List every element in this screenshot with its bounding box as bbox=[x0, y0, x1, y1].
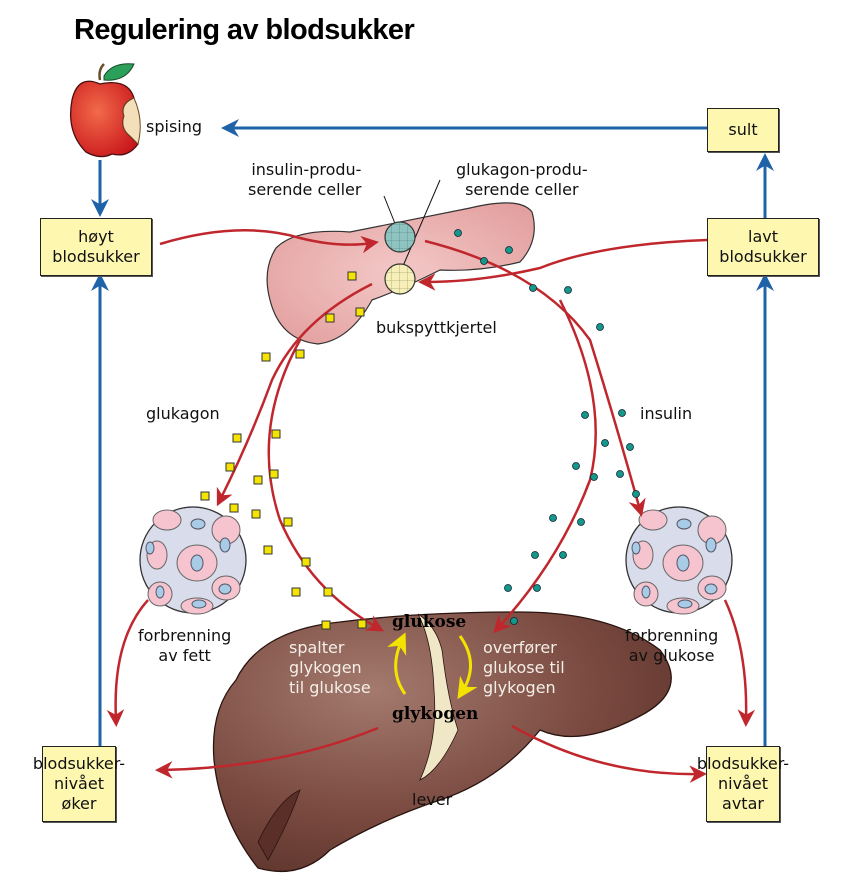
label-insulin: insulin bbox=[640, 404, 693, 423]
arrow-glukose-to-glykogen bbox=[457, 635, 478, 700]
label-glukose: glukose bbox=[392, 612, 467, 632]
glucagon-marker bbox=[321, 620, 331, 630]
insulin-marker bbox=[531, 551, 539, 559]
insulin-marker bbox=[572, 462, 580, 470]
glucagon-marker bbox=[355, 307, 365, 317]
glucagon-marker bbox=[229, 503, 239, 513]
box-blodsukker-avtar: blodsukker- nivået avtar bbox=[697, 746, 789, 822]
insulin-marker bbox=[549, 514, 557, 522]
label-forbrenning-glukose: forbrenning av glukose bbox=[625, 626, 719, 665]
glucagon-marker bbox=[291, 587, 301, 597]
insulin-marker bbox=[454, 229, 462, 237]
label-spalter-glykogen: spalter glykogen til glukose bbox=[289, 638, 371, 697]
box-lavt-blodsukker: lavt blodsukker bbox=[707, 218, 819, 276]
arrow-glucagon-to-liver bbox=[267, 339, 385, 632]
label-insulin-cells: insulin-produ- serende celler bbox=[248, 160, 362, 199]
box-hoyt-blodsukker: høyt blodsukker bbox=[40, 218, 152, 276]
insulin-marker bbox=[626, 443, 634, 451]
glucagon-marker bbox=[269, 469, 279, 479]
insulin-marker bbox=[618, 409, 626, 417]
arrow-lavt-to-glucagon-cells bbox=[418, 238, 708, 291]
diagram-title: Regulering av blodsukker bbox=[74, 14, 415, 46]
insulin-marker bbox=[504, 584, 512, 592]
glucagon-marker bbox=[253, 475, 263, 485]
glucagon-marker bbox=[271, 429, 281, 439]
box-sult: sult bbox=[707, 108, 779, 152]
insulin-marker bbox=[590, 473, 598, 481]
insulin-marker bbox=[601, 439, 609, 447]
glucagon-marker bbox=[295, 349, 305, 359]
glukagon-cells-leader bbox=[402, 179, 441, 267]
insulin-marker bbox=[559, 551, 567, 559]
hormone-arrows bbox=[106, 229, 756, 783]
glucagon-marker bbox=[323, 587, 333, 597]
label-forbrenning-fett: forbrenning av fett bbox=[138, 626, 232, 665]
box-blodsukker-oker: blodsukker- nivået øker bbox=[33, 746, 125, 822]
insulin-marker bbox=[505, 246, 513, 254]
label-overforer-glukose: overfører glukose til glykogen bbox=[483, 638, 565, 697]
label-bukspyttkjertel: bukspyttkjertel bbox=[376, 318, 497, 337]
apple-icon bbox=[69, 63, 141, 158]
arrow-insulin-to-liver bbox=[493, 299, 597, 634]
glucagon-marker bbox=[347, 271, 357, 281]
label-glykogen: glykogen bbox=[392, 704, 479, 724]
insulin-cells-leader bbox=[383, 195, 397, 227]
glucagon-marker bbox=[225, 462, 235, 472]
glucagon-marker bbox=[263, 545, 273, 555]
liver-shape bbox=[212, 611, 672, 873]
insulin-marker bbox=[529, 284, 537, 292]
glucagon-marker bbox=[232, 433, 242, 443]
insulin-marker bbox=[616, 470, 624, 478]
arrow-glykogen-to-glukose bbox=[387, 632, 407, 695]
arrow-liver-to-avtar bbox=[511, 724, 707, 783]
label-glukagon-cells: glukagon-produ- serende celler bbox=[456, 160, 588, 199]
glucagon-marker bbox=[261, 352, 271, 362]
insulin-markers bbox=[454, 229, 640, 625]
insulin-marker bbox=[510, 617, 518, 625]
fat-tissue-icon bbox=[139, 506, 247, 615]
glucagon-marker bbox=[251, 509, 261, 519]
arrow-liver-to-oker bbox=[155, 726, 379, 779]
glucagon-marker bbox=[200, 491, 210, 501]
glucagon-marker bbox=[325, 313, 335, 323]
insulin-marker bbox=[533, 584, 541, 592]
insulin-marker bbox=[480, 257, 488, 265]
label-lever: lever bbox=[412, 790, 453, 809]
arrow-hoyt-to-insulin-cells bbox=[159, 229, 379, 254]
glucagon-marker bbox=[301, 557, 311, 567]
feedback-loop-arrows bbox=[91, 119, 774, 748]
arrow-insulin-to-muscle bbox=[424, 239, 646, 517]
label-spising: spising bbox=[146, 117, 203, 136]
arrow-glucagon-to-fat bbox=[216, 282, 373, 507]
insulin-marker bbox=[632, 490, 640, 498]
insulin-producing-cells bbox=[384, 221, 416, 253]
muscle-tissue-icon bbox=[625, 506, 733, 615]
arrow-muscle-to-avtar bbox=[723, 599, 756, 727]
glucagon-marker bbox=[283, 517, 293, 527]
label-glukagon: glukagon bbox=[146, 404, 220, 423]
glucagon-markers bbox=[200, 271, 367, 630]
glucagon-producing-cells bbox=[384, 263, 416, 295]
insulin-marker bbox=[596, 323, 604, 331]
insulin-marker bbox=[564, 286, 572, 294]
glucagon-marker bbox=[357, 619, 367, 629]
insulin-marker bbox=[577, 518, 585, 526]
insulin-marker bbox=[581, 411, 589, 419]
arrow-fat-to-oker bbox=[106, 599, 149, 727]
